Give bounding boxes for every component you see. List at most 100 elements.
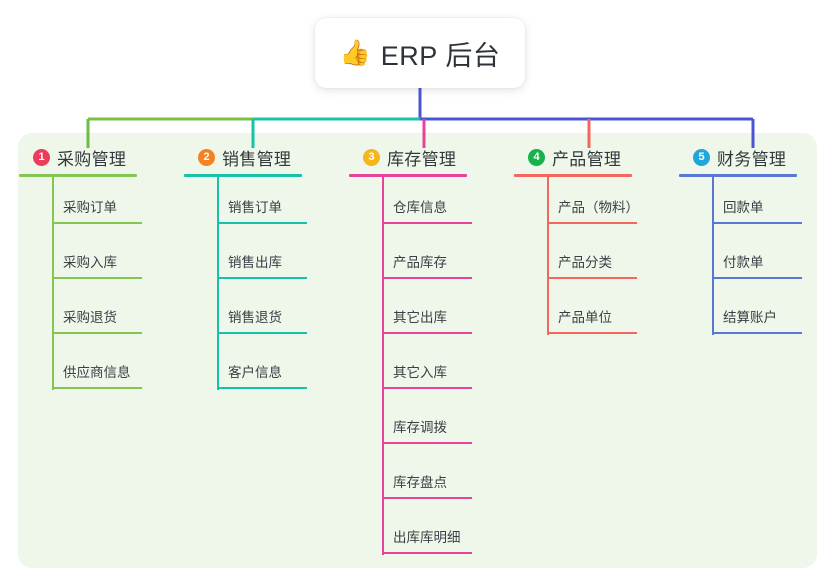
leaf-label: 供应商信息	[63, 365, 131, 380]
leaf-rule	[52, 222, 142, 224]
branch-header-rule-1	[19, 174, 137, 177]
branch-badge-4: 4	[528, 148, 545, 166]
leaf-rule	[52, 277, 142, 279]
leaf-rule	[547, 277, 637, 279]
branch-spine-5	[712, 177, 714, 335]
leaf-item[interactable]: 产品分类	[514, 232, 637, 287]
leaf-label: 回款单	[723, 200, 764, 215]
leaf-list-3: 仓库信息产品库存其它出库其它入库库存调拨库存盘点出库库明细	[349, 177, 472, 562]
root-node[interactable]: 👍 ERP 后台	[315, 18, 525, 88]
branch-title-3: 库存管理	[387, 149, 457, 169]
leaf-item[interactable]: 仓库信息	[349, 177, 472, 232]
branch-title-1: 采购管理	[57, 149, 127, 169]
leaf-item[interactable]: 回款单	[679, 177, 802, 232]
leaf-item[interactable]: 结算账户	[679, 287, 802, 342]
leaf-item[interactable]: 客户信息	[184, 342, 307, 397]
leaf-rule	[217, 277, 307, 279]
leaf-item[interactable]: 出库库明细	[349, 507, 472, 562]
leaf-rule	[217, 222, 307, 224]
leaf-item[interactable]: 产品（物料）	[514, 177, 639, 232]
leaf-label: 产品（物料）	[558, 200, 639, 215]
leaf-list-4: 产品（物料） 产品分类产品单位	[514, 177, 639, 342]
branch-header-2[interactable]: 2 销售管理	[184, 145, 302, 169]
leaf-rule	[382, 332, 472, 334]
branch-column-4: 4 产品管理产品（物料） 产品分类产品单位	[514, 145, 639, 342]
leaf-item[interactable]: 库存调拨	[349, 397, 472, 452]
branch-title-5: 财务管理	[717, 149, 787, 169]
leaf-rule	[712, 222, 802, 224]
leaf-item[interactable]: 供应商信息	[19, 342, 142, 397]
leaf-label: 仓库信息	[393, 200, 447, 215]
leaf-label: 采购订单	[63, 200, 117, 215]
leaf-item[interactable]: 销售退货	[184, 287, 307, 342]
branch-badge-5: 5	[693, 148, 710, 166]
branch-column-3: 3 库存管理仓库信息产品库存其它出库其它入库库存调拨库存盘点出库库明细	[349, 145, 472, 562]
leaf-label: 库存调拨	[393, 420, 447, 435]
leaf-label: 库存盘点	[393, 475, 447, 490]
leaf-label: 出库库明细	[393, 530, 461, 545]
branch-header-3[interactable]: 3 库存管理	[349, 145, 467, 169]
branch-column-5: 5 财务管理回款单付款单结算账户	[679, 145, 802, 342]
leaf-rule	[547, 222, 637, 224]
leaf-label: 客户信息	[228, 365, 282, 380]
leaf-rule	[217, 332, 307, 334]
branch-header-4[interactable]: 4 产品管理	[514, 145, 632, 169]
root-node-content: 👍 ERP 后台	[340, 34, 501, 73]
leaf-label: 采购退货	[63, 310, 117, 325]
leaf-rule	[52, 332, 142, 334]
leaf-rule	[712, 332, 802, 334]
leaf-label: 付款单	[723, 255, 764, 270]
leaf-item[interactable]: 产品库存	[349, 232, 472, 287]
branch-column-2: 2 销售管理销售订单销售出库销售退货客户信息	[184, 145, 307, 397]
branch-header-rule-3	[349, 174, 467, 177]
leaf-item[interactable]: 采购退货	[19, 287, 142, 342]
leaf-list-2: 销售订单销售出库销售退货客户信息	[184, 177, 307, 397]
branch-header-rule-5	[679, 174, 797, 177]
leaf-rule	[382, 552, 472, 554]
leaf-rule	[382, 222, 472, 224]
leaf-rule	[382, 277, 472, 279]
leaf-item[interactable]: 采购入库	[19, 232, 142, 287]
leaf-item[interactable]: 销售订单	[184, 177, 307, 232]
leaf-label: 其它入库	[393, 365, 447, 380]
leaf-rule	[382, 387, 472, 389]
leaf-rule	[547, 332, 637, 334]
leaf-rule	[217, 387, 307, 389]
leaf-rule	[382, 442, 472, 444]
leaf-label: 产品单位	[558, 310, 612, 325]
leaf-list-1: 采购订单采购入库采购退货供应商信息	[19, 177, 142, 397]
branch-spine-3	[382, 177, 384, 555]
leaf-item[interactable]: 付款单	[679, 232, 802, 287]
leaf-rule	[712, 277, 802, 279]
leaf-list-5: 回款单付款单结算账户	[679, 177, 802, 342]
leaf-item[interactable]: 其它入库	[349, 342, 472, 397]
thumbs-up-icon: 👍	[339, 38, 371, 67]
branch-badge-3: 3	[363, 148, 380, 166]
leaf-rule	[52, 387, 142, 389]
leaf-item[interactable]: 其它出库	[349, 287, 472, 342]
branch-header-rule-4	[514, 174, 632, 177]
leaf-label: 结算账户	[723, 310, 777, 325]
branch-spine-1	[52, 177, 54, 390]
branch-badge-2: 2	[198, 148, 215, 166]
branch-title-4: 产品管理	[552, 149, 622, 169]
root-title: ERP 后台	[380, 40, 501, 71]
leaf-label: 其它出库	[393, 310, 447, 325]
leaf-item[interactable]: 产品单位	[514, 287, 637, 342]
leaf-item[interactable]: 销售出库	[184, 232, 307, 287]
leaf-item[interactable]: 库存盘点	[349, 452, 472, 507]
leaf-item[interactable]: 采购订单	[19, 177, 142, 232]
leaf-rule	[382, 497, 472, 499]
branch-spine-2	[217, 177, 219, 390]
branch-header-5[interactable]: 5 财务管理	[679, 145, 797, 169]
branch-title-2: 销售管理	[222, 149, 292, 169]
leaf-label: 销售出库	[228, 255, 282, 270]
leaf-label: 销售订单	[228, 200, 282, 215]
branch-spine-4	[547, 177, 549, 335]
leaf-label: 产品分类	[558, 255, 612, 270]
leaf-label: 采购入库	[63, 255, 117, 270]
leaf-label: 销售退货	[228, 310, 282, 325]
